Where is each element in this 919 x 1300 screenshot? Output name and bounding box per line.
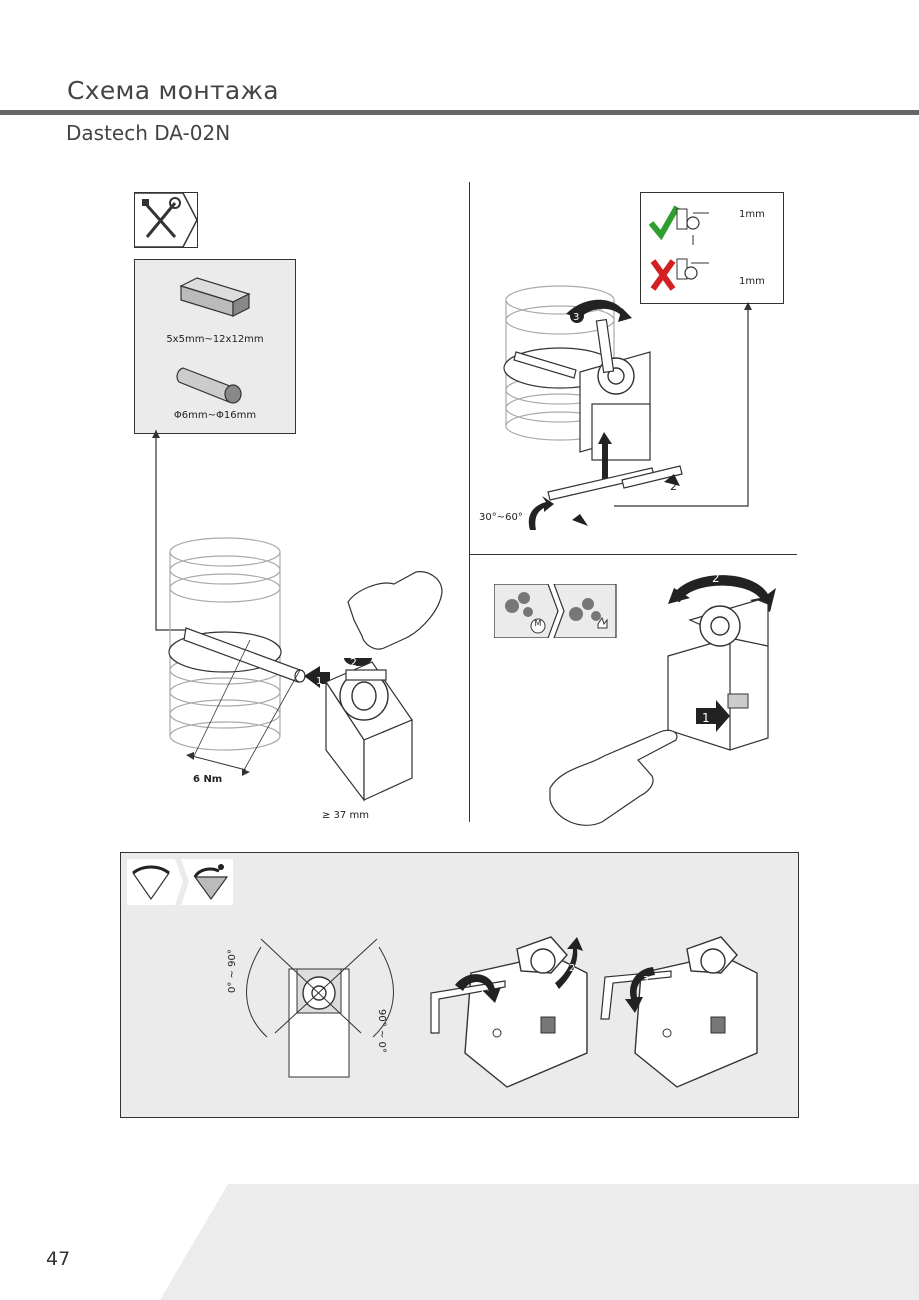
- reverse-rotation-icon: [193, 867, 220, 878]
- shaft-spec-panel: 5x5mm~12x12mm Φ6mm~Φ16mm: [134, 259, 296, 434]
- round-shaft-label: Φ6mm~Φ16mm: [173, 410, 257, 421]
- gap-bad-label: 1mm: [739, 276, 765, 287]
- step-push-marker: 1: [316, 676, 322, 687]
- footer-band: [160, 1184, 919, 1300]
- manual-mode-indicator: M: [494, 584, 617, 638]
- rotation-illustrations: 1 2 3: [246, 936, 758, 1088]
- actuator-install-illustration: 1 2: [152, 430, 443, 802]
- product-model: Dastech DA-02N: [66, 121, 231, 145]
- gears-icon: [505, 592, 601, 621]
- square-shaft-label: 5x5mm~12x12mm: [166, 334, 264, 345]
- page-title: Схема монтажа: [67, 76, 279, 105]
- bracket-install-illustration: 3 2: [503, 285, 752, 530]
- step-screw-marker: 2: [670, 480, 677, 493]
- gap-check-panel: 1mm 1mm: [640, 192, 784, 304]
- rotation-arc-icon: [132, 865, 170, 875]
- gap-ok-illustration: [648, 205, 709, 245]
- cross-icon: [650, 259, 676, 291]
- step-turn-marker: 2: [350, 656, 357, 669]
- step-a-marker: 1: [479, 987, 485, 998]
- hand-icon: [597, 616, 608, 629]
- check-icon: [648, 205, 680, 241]
- step-press-marker: 1: [702, 711, 710, 725]
- step-wrench-marker: 3: [573, 312, 579, 323]
- step-b-marker: 2: [569, 963, 575, 974]
- rotation-mode-icons: [127, 859, 233, 905]
- right-rotation-range: 90° ~ 0°: [376, 1009, 387, 1053]
- motor-badge: M: [534, 619, 542, 628]
- square-shaft-icon: [179, 277, 251, 317]
- mount-angle-label: 30°~60°: [479, 512, 523, 523]
- tools-icon-box: [134, 192, 198, 248]
- page-number: 47: [46, 1248, 71, 1270]
- motor-icon: [530, 618, 546, 634]
- gap-bad-illustration: [650, 258, 709, 291]
- torque-label: 6 Nm: [193, 774, 223, 785]
- gap-ok-label: 1mm: [739, 209, 765, 220]
- manual-override-illustration: 2 1: [549, 571, 776, 826]
- rotation-direction-panel: 1 2 3 0° ~ 90° 90° ~ 0°: [120, 852, 799, 1118]
- round-shaft-icon: [176, 367, 242, 404]
- header-rule: [0, 110, 919, 115]
- section-divider-horizontal: [469, 554, 797, 555]
- clearance-label: ≥ 37 mm: [322, 810, 369, 821]
- step-rotate-marker: 2: [712, 571, 720, 585]
- section-divider-vertical: [469, 182, 470, 822]
- step-c-marker: 3: [643, 975, 649, 986]
- tools-icon: [135, 193, 197, 247]
- left-rotation-range: 0° ~ 90°: [227, 949, 238, 993]
